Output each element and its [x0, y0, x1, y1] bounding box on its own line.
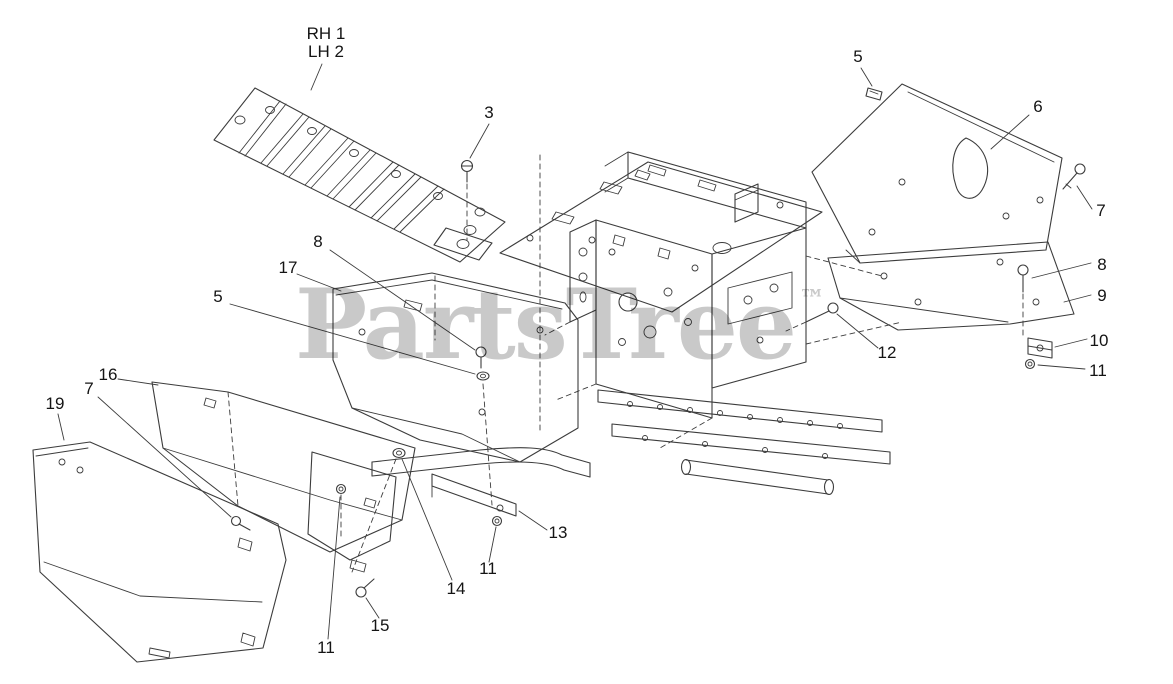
frame-assembly: [539, 151, 903, 449]
callout-11-right: 11: [1089, 361, 1107, 380]
callout-5-top: 5: [853, 47, 862, 66]
callout-14: 14: [447, 579, 466, 598]
right-side-panel: [811, 83, 1063, 264]
callout-3: 3: [484, 103, 493, 122]
screw-7-left: [230, 515, 251, 531]
bolt-3: [460, 159, 474, 241]
callout-labels: RH 1 LH 2 3 5 6 7 8 9 10 11 8 17 5 12 16…: [46, 24, 1109, 657]
callout-16: 16: [99, 365, 118, 384]
washer-14: [351, 447, 406, 573]
callout-13: 13: [549, 523, 568, 542]
frame-rails: [597, 389, 891, 496]
floor-panel-17: [332, 272, 579, 463]
washer-5-center: [476, 371, 493, 506]
clip-5: [865, 87, 883, 101]
callout-8-center: 8: [313, 232, 322, 251]
callout-8-right: 8: [1097, 255, 1106, 274]
bracket-13: [431, 473, 517, 517]
callout-7-left: 7: [84, 379, 93, 398]
callout-12: 12: [878, 343, 897, 362]
callout-15: 15: [371, 616, 390, 635]
callout-9: 9: [1097, 286, 1106, 305]
bolt-8-right: [1017, 264, 1029, 337]
callout-lh2: LH 2: [308, 42, 344, 61]
nut-11-bottom: [335, 483, 347, 541]
nut-11-right: [1024, 358, 1036, 370]
callout-rh1: RH 1: [307, 24, 346, 43]
callout-11-mid: 11: [479, 559, 497, 578]
screw-7-right: [1062, 163, 1086, 190]
bracket-10: [1027, 337, 1053, 359]
leader-lines: [57, 63, 1093, 640]
callout-19: 19: [46, 394, 65, 413]
side-panel-16: [151, 381, 416, 553]
right-shelf-panel: [827, 241, 1075, 331]
callout-10: 10: [1090, 331, 1109, 350]
bolt-12: [785, 302, 839, 332]
bolt-8-center: [475, 346, 487, 369]
callout-17: 17: [279, 258, 298, 277]
side-panel-19: [32, 441, 287, 663]
callout-5-center: 5: [213, 287, 222, 306]
nut-11-mid: [491, 515, 503, 527]
callout-6: 6: [1033, 97, 1042, 116]
screw-15: [355, 578, 375, 598]
callout-11-bottom: 11: [317, 638, 335, 657]
cross-member: [371, 447, 591, 478]
running-board-panel: [213, 87, 506, 263]
callout-7-right: 7: [1096, 201, 1105, 220]
lower-panel-mid: [307, 451, 397, 573]
